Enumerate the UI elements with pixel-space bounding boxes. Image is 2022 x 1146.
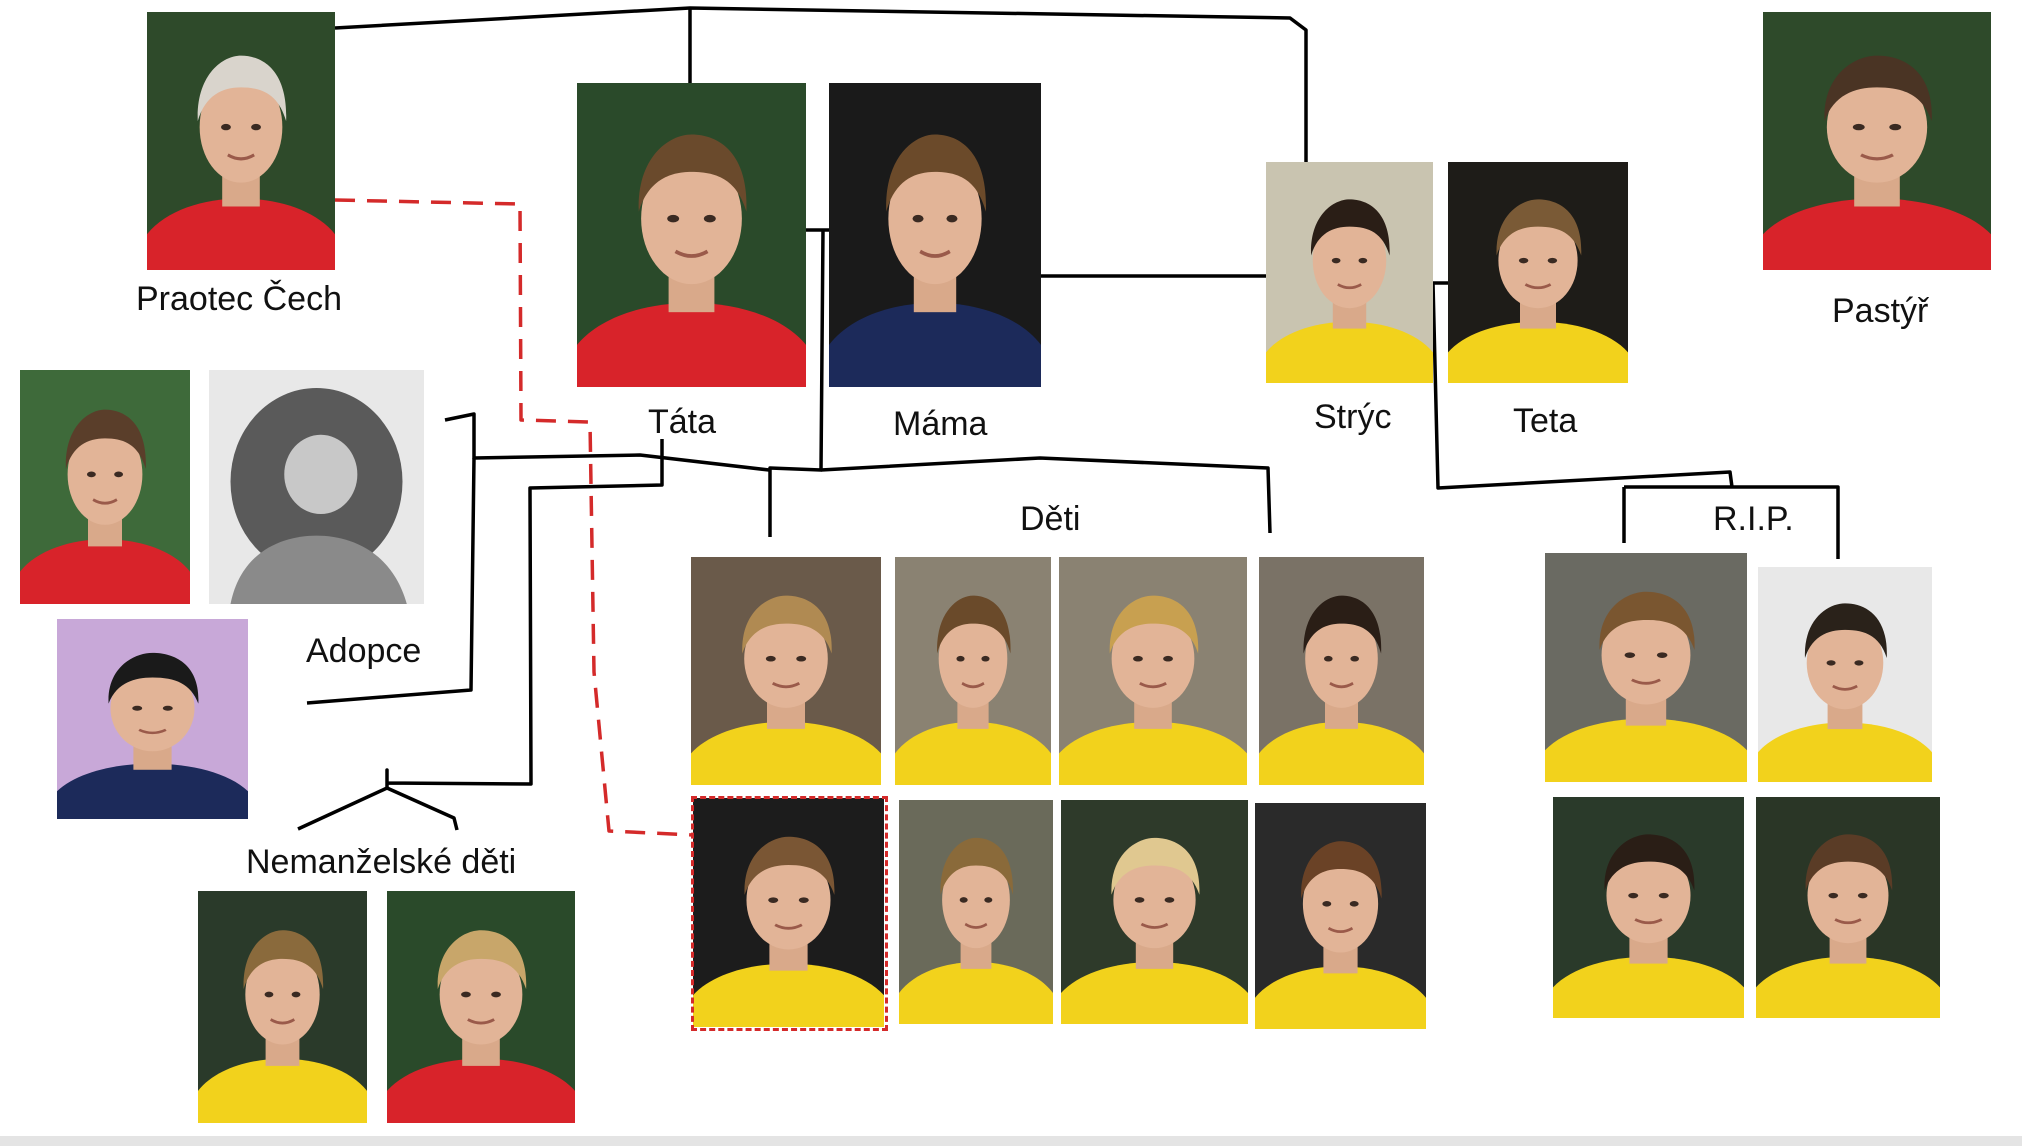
photo-dite-1 [691, 557, 881, 785]
photo-dite-3 [1059, 557, 1247, 785]
portrait-image [1266, 162, 1433, 383]
portrait-image [829, 83, 1041, 387]
photo-dite-6 [899, 800, 1053, 1024]
photo-dite-4 [1259, 557, 1424, 785]
line-parents-to-deti-left [768, 229, 825, 537]
photo-adopce-2 [57, 619, 248, 819]
portrait-image [693, 798, 884, 1027]
photo-teta [1448, 162, 1628, 383]
photo-rip-2 [1758, 567, 1932, 782]
portrait-image [57, 619, 248, 819]
line-deti-bracket [820, 456, 1272, 534]
label-deti: Děti [1020, 500, 1081, 538]
photo-tata [577, 83, 806, 387]
portrait-image [1553, 797, 1744, 1018]
line-tata-to-nemanzelske [297, 439, 664, 831]
photo-adopce-portrait [209, 370, 424, 604]
line-adopce-to-tata [444, 412, 770, 472]
label-rip: R.I.P. [1713, 500, 1794, 538]
photo-dite-5 [693, 798, 884, 1027]
label-adopce: Adopce [306, 632, 422, 670]
portrait-image [1756, 797, 1940, 1018]
photo-rip-4 [1756, 797, 1940, 1018]
photo-nemanzelske-1 [198, 891, 367, 1123]
photo-adopce-1 [20, 370, 190, 604]
photo-dite-7 [1061, 800, 1248, 1024]
portrait-image [899, 800, 1053, 1024]
label-tata: Táta [648, 403, 717, 441]
label-stryc: Strýc [1314, 398, 1392, 436]
portrait-image [1763, 12, 1991, 270]
line-praotec-dashed [334, 198, 694, 837]
line-adopce-bracket [306, 457, 476, 705]
highlight-frame [691, 796, 888, 1031]
photo-rip-3 [1553, 797, 1744, 1018]
portrait-image [1259, 557, 1424, 785]
label-nemanzelske-deti: Nemanželské děti [246, 843, 517, 881]
portrait-image [198, 891, 367, 1123]
portrait-image [577, 83, 806, 387]
label-teta: Teta [1513, 402, 1578, 440]
portrait-image [20, 370, 190, 604]
photo-pastyr [1763, 12, 1991, 270]
photo-dite-8 [1255, 803, 1426, 1029]
portrait-image [1448, 162, 1628, 383]
photo-dite-2 [895, 557, 1051, 785]
portrait-image [1255, 803, 1426, 1029]
photo-mama [829, 83, 1041, 387]
portrait-image [895, 557, 1051, 785]
portrait-image [209, 370, 424, 604]
label-mama: Máma [893, 405, 988, 443]
line-praotec-to-stryc [334, 6, 1308, 164]
label-pastyr: Pastýř [1832, 292, 1929, 330]
portrait-image [147, 12, 335, 270]
photo-rip-1 [1545, 553, 1747, 782]
portrait-image [1758, 567, 1932, 782]
portrait-image [1545, 553, 1747, 782]
photo-praotec [147, 12, 335, 270]
line-rip-bracket-right [1624, 485, 1840, 559]
label-praotec: Praotec Čech [136, 280, 342, 318]
line-stryc-to-rip [1431, 282, 1734, 490]
portrait-image [691, 557, 881, 785]
photo-nemanzelske-2 [387, 891, 575, 1123]
portrait-image [1061, 800, 1248, 1024]
bottom-strip [0, 1136, 2022, 1146]
portrait-image [387, 891, 575, 1123]
photo-stryc [1266, 162, 1433, 383]
portrait-image [1059, 557, 1247, 785]
line-nemanzelske-right [386, 786, 459, 831]
